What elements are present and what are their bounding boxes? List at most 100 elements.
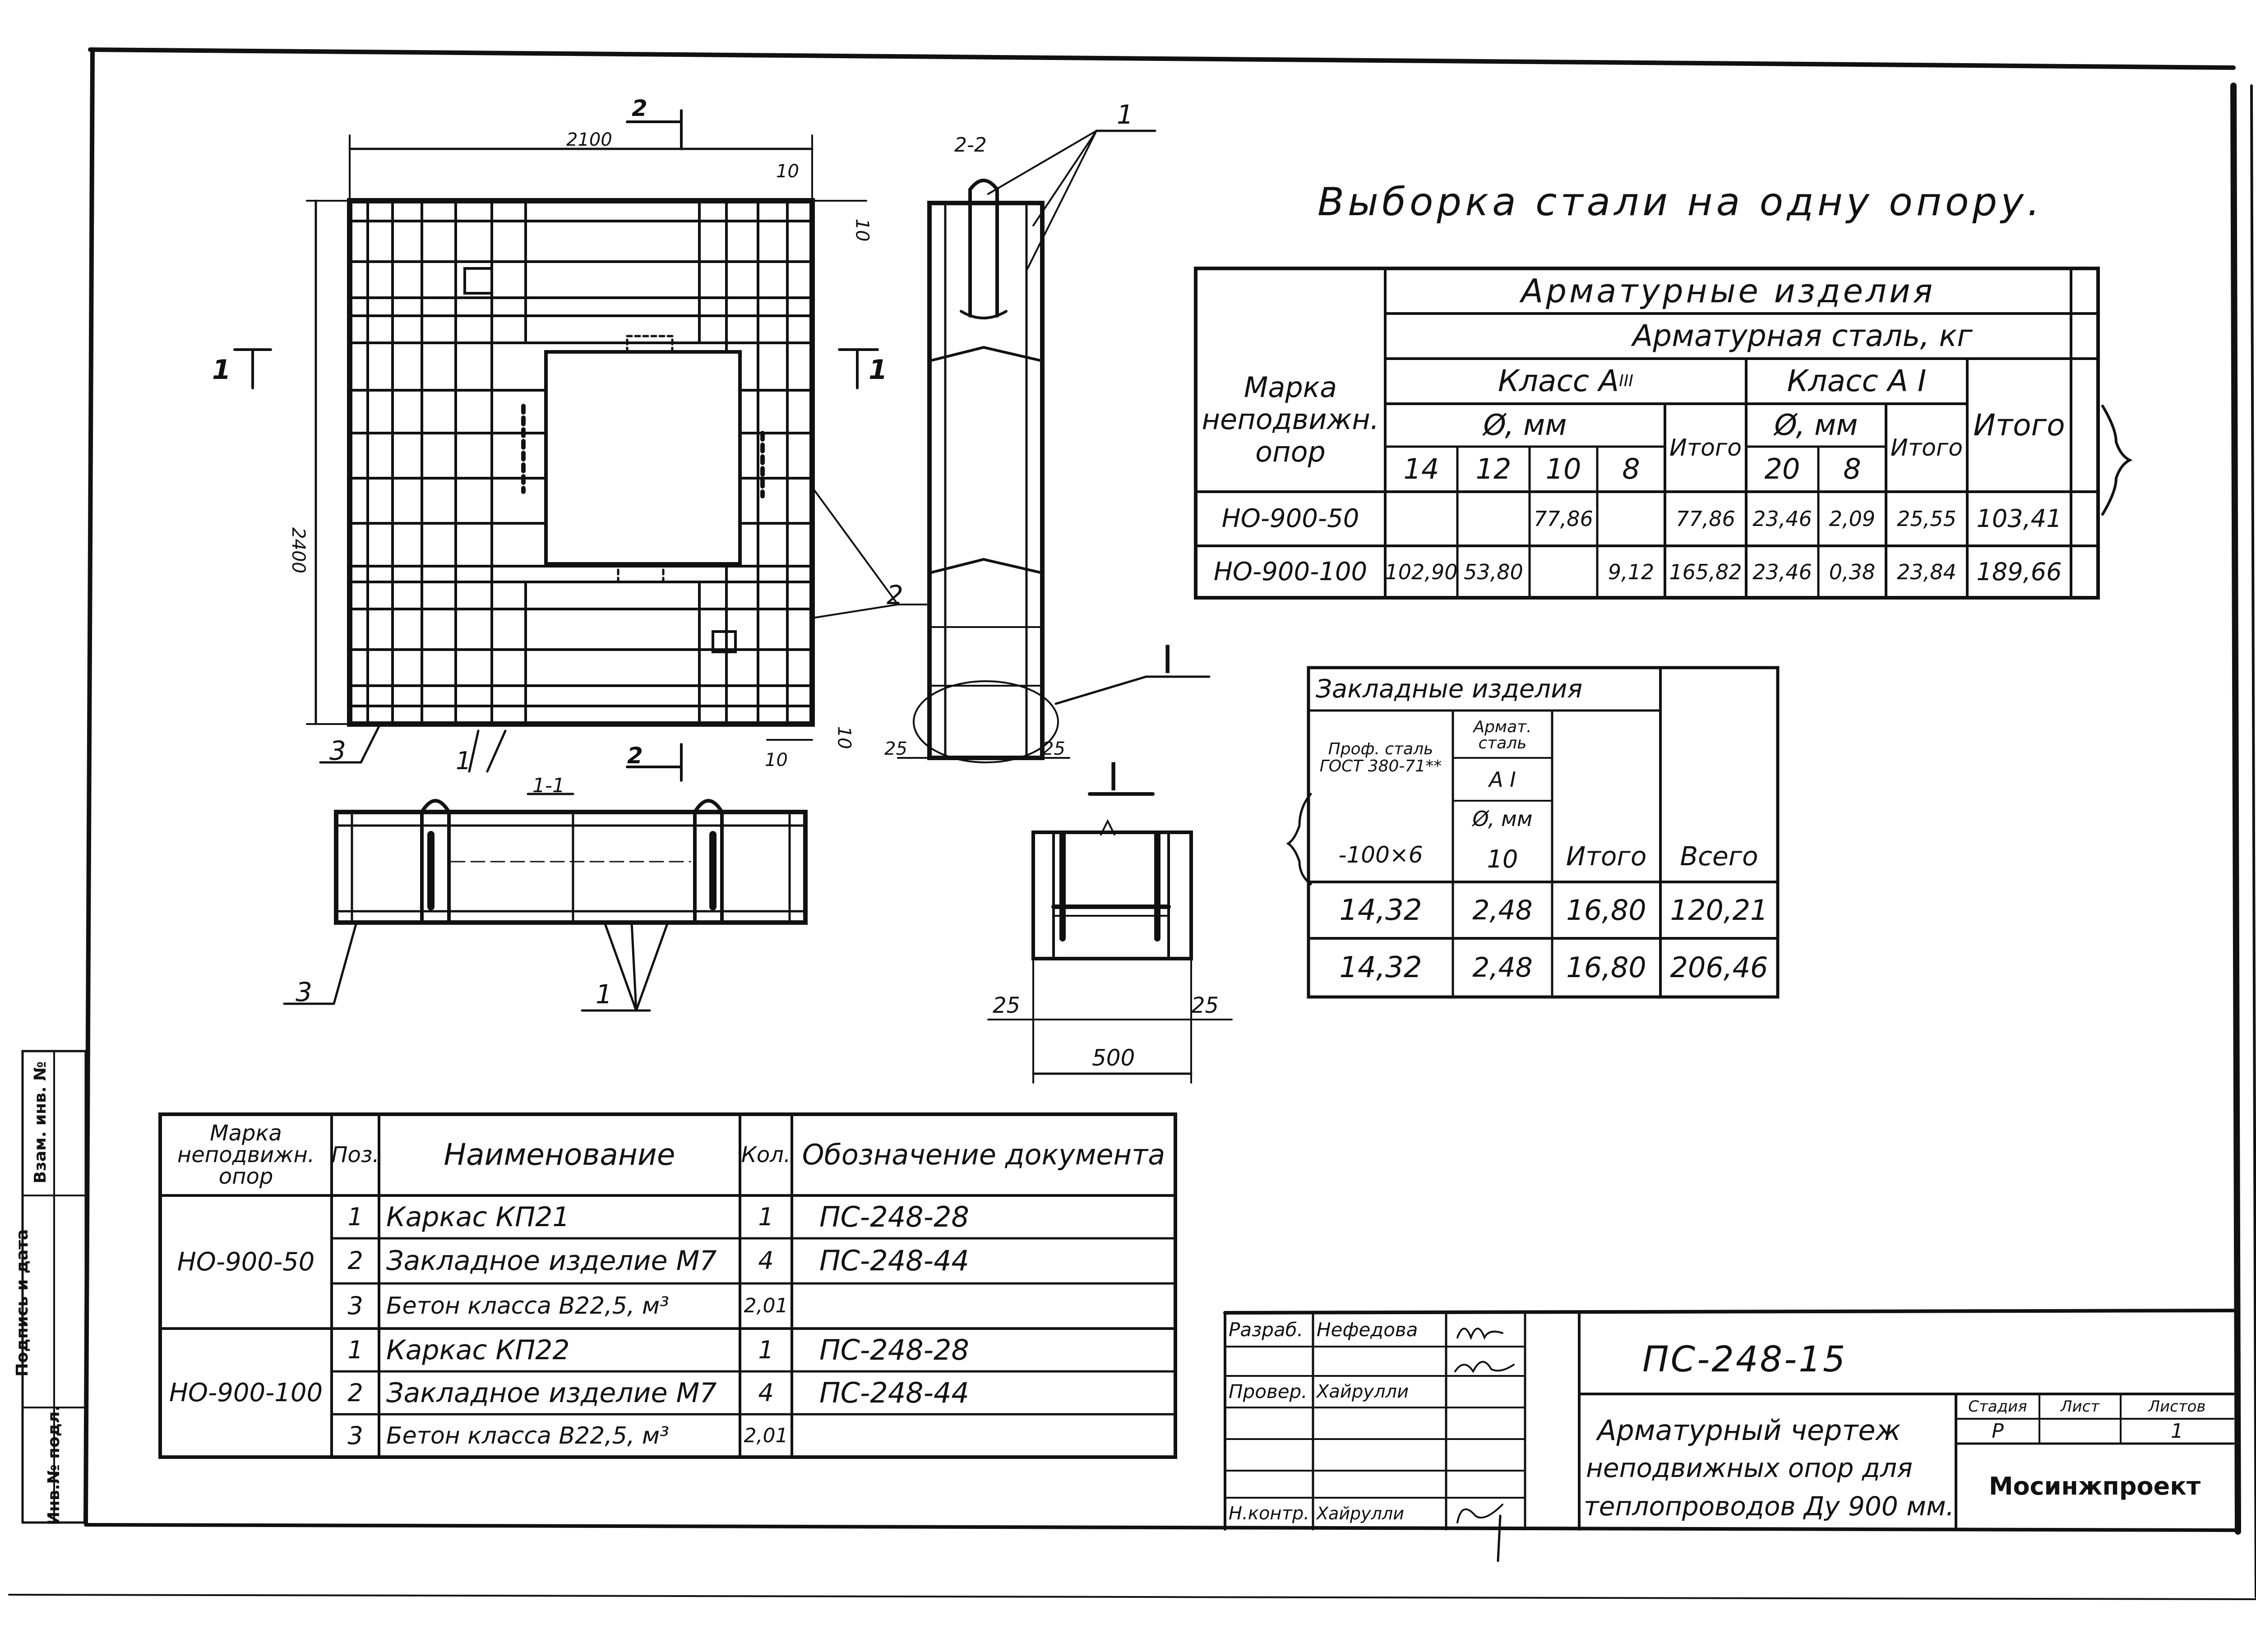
cut-mark-2: 2 <box>627 743 643 769</box>
embed-cell: 2,48 <box>1472 894 1533 926</box>
spec-doc <box>812 1283 1175 1329</box>
tb-code: ПС-248-15 <box>1642 1339 1847 1380</box>
tb-list: Лист <box>2060 1397 2100 1416</box>
steel-cell: 0,38 <box>1829 559 1876 584</box>
class-a3-text: Класс А <box>1498 364 1619 398</box>
dim-25: 25 <box>1042 738 1065 759</box>
spec-col-mark: Марка неподвижн. опор <box>177 1121 315 1189</box>
position-2-label: 2 <box>887 580 903 610</box>
col-itogo-a3: Итого <box>1669 434 1742 461</box>
embed-d10: 10 <box>1487 845 1518 873</box>
tb-razrab-name: Нефедова <box>1317 1318 1418 1341</box>
col-d20: 20 <box>1764 452 1800 485</box>
steel-header-sub: Арматурная сталь, кг <box>1632 318 1973 353</box>
position-1-label: 1 <box>1117 99 1133 130</box>
embed-cell: 2,48 <box>1472 952 1533 983</box>
spec-pos: 3 <box>347 1421 363 1450</box>
embed-profile: -100×6 <box>1338 842 1423 868</box>
dim-25: 25 <box>993 993 1021 1018</box>
diam-a1-label: Ø, мм <box>1774 408 1858 442</box>
spec-col-name: Наименование <box>444 1137 675 1172</box>
spec-name: Каркас КП21 <box>386 1201 570 1233</box>
steel-cell <box>1530 546 1597 598</box>
dim-10: 10 <box>851 218 873 242</box>
spec-col-doc: Обозначение документа <box>802 1138 1165 1171</box>
spec-name: Каркас КП22 <box>386 1334 570 1366</box>
spec-col-qty: Кол. <box>741 1142 791 1167</box>
steel-cell <box>1457 492 1530 546</box>
steel-cell <box>1597 492 1665 546</box>
embed-diam: Ø, мм <box>1472 807 1533 831</box>
tb-stadia: Стадия <box>1968 1397 2027 1416</box>
steel-cell: 189,66 <box>1976 557 2062 586</box>
spec-col-pos: Поз. <box>331 1142 379 1167</box>
col-d8: 8 <box>1622 452 1640 485</box>
position-1-label: 1 <box>456 747 472 775</box>
spec-doc <box>812 1414 1175 1457</box>
class-a1-label: Класс А I <box>1787 364 1927 398</box>
embed-vsego: Всего <box>1680 840 1758 872</box>
node-I-label: I <box>1162 637 1174 683</box>
embed-cell: 206,46 <box>1670 951 1768 984</box>
steel-cell: 2,09 <box>1829 507 1876 531</box>
dim-10: 10 <box>833 726 855 749</box>
col-d12: 12 <box>1475 452 1512 485</box>
tb-prover: Провер. <box>1229 1380 1308 1403</box>
steel-cell: 9,12 <box>1608 559 1655 584</box>
steel-row-mark: НО-900-50 <box>1221 504 1359 533</box>
embed-itogo: Итого <box>1566 840 1647 872</box>
sheet-title: Выборка стали на одну опору. <box>1318 180 2043 225</box>
spec-qty: 4 <box>758 1378 774 1407</box>
col-d8b: 8 <box>1843 452 1861 485</box>
steel-cell: 23,46 <box>1752 559 1812 584</box>
dim-25: 25 <box>1191 993 1219 1018</box>
col-itogo-total: Итого <box>1973 407 2065 443</box>
position-3-label: 3 <box>329 735 346 766</box>
node-I-title: I <box>1108 755 1119 800</box>
embed-cell: 14,32 <box>1339 893 1422 927</box>
embed-cell: 14,32 <box>1339 951 1422 984</box>
tb-org: Мосинжпроект <box>1988 1472 2201 1500</box>
spec-qty: 1 <box>758 1202 774 1231</box>
margin-sign: Подпись и дата <box>13 1229 32 1377</box>
col-itogo-a1: Итого <box>1890 434 1963 461</box>
dim-10: 10 <box>765 750 788 771</box>
dim-2100: 2100 <box>566 129 612 150</box>
steel-cell: 77,86 <box>1676 507 1735 531</box>
tb-nkontr: Н.контр. <box>1229 1503 1309 1524</box>
tb-nkontr-name: Хайрулли <box>1317 1504 1404 1523</box>
col-d14: 14 <box>1403 452 1439 485</box>
embed-cell: 16,80 <box>1566 951 1646 984</box>
steel-cell: 25,55 <box>1897 507 1956 531</box>
spec-pos: 2 <box>347 1246 363 1275</box>
embed-prof: Проф. сталь ГОСТ 380-71** <box>1319 740 1442 775</box>
embed-armat: Армат. сталь <box>1473 718 1532 752</box>
dim-500: 500 <box>1092 1045 1135 1071</box>
margin-inv: Инв.№ подл. <box>45 1405 63 1526</box>
tb-listov-val: 1 <box>2171 1419 2183 1443</box>
steel-cell: 102,90 <box>1385 559 1458 584</box>
spec-qty: 1 <box>758 1335 774 1364</box>
steel-cell: 23,84 <box>1897 559 1956 584</box>
dim-10: 10 <box>776 161 799 182</box>
spec-qty: 4 <box>758 1246 774 1275</box>
spec-group-mark: НО-900-100 <box>169 1378 323 1407</box>
spec-pos: 3 <box>347 1292 363 1320</box>
spec-name: Бетон класса В22,5, м³ <box>386 1422 669 1449</box>
spec-name: Бетон класса В22,5, м³ <box>386 1292 669 1320</box>
spec-pos: 1 <box>347 1202 363 1231</box>
margin-vzam: Взам. инв. № <box>31 1061 50 1184</box>
tb-stadia-val: Р <box>1992 1419 2004 1443</box>
embed-cell: 16,80 <box>1566 893 1646 927</box>
spec-doc: ПС-248-28 <box>819 1200 969 1233</box>
class-a3-sup: III <box>1619 372 1634 390</box>
spec-qty: 2,01 <box>744 1294 788 1317</box>
spec-name: Закладное изделие М7 <box>386 1377 717 1409</box>
dim-2400: 2400 <box>287 527 309 573</box>
tb-title-3: теплопроводов Ду 900 мм. <box>1584 1491 1955 1522</box>
steel-header-main: Арматурные изделия <box>1521 272 1936 310</box>
tb-title-1: Арматурный чертеж <box>1597 1414 1901 1447</box>
steel-cell: 103,41 <box>1976 504 2062 533</box>
